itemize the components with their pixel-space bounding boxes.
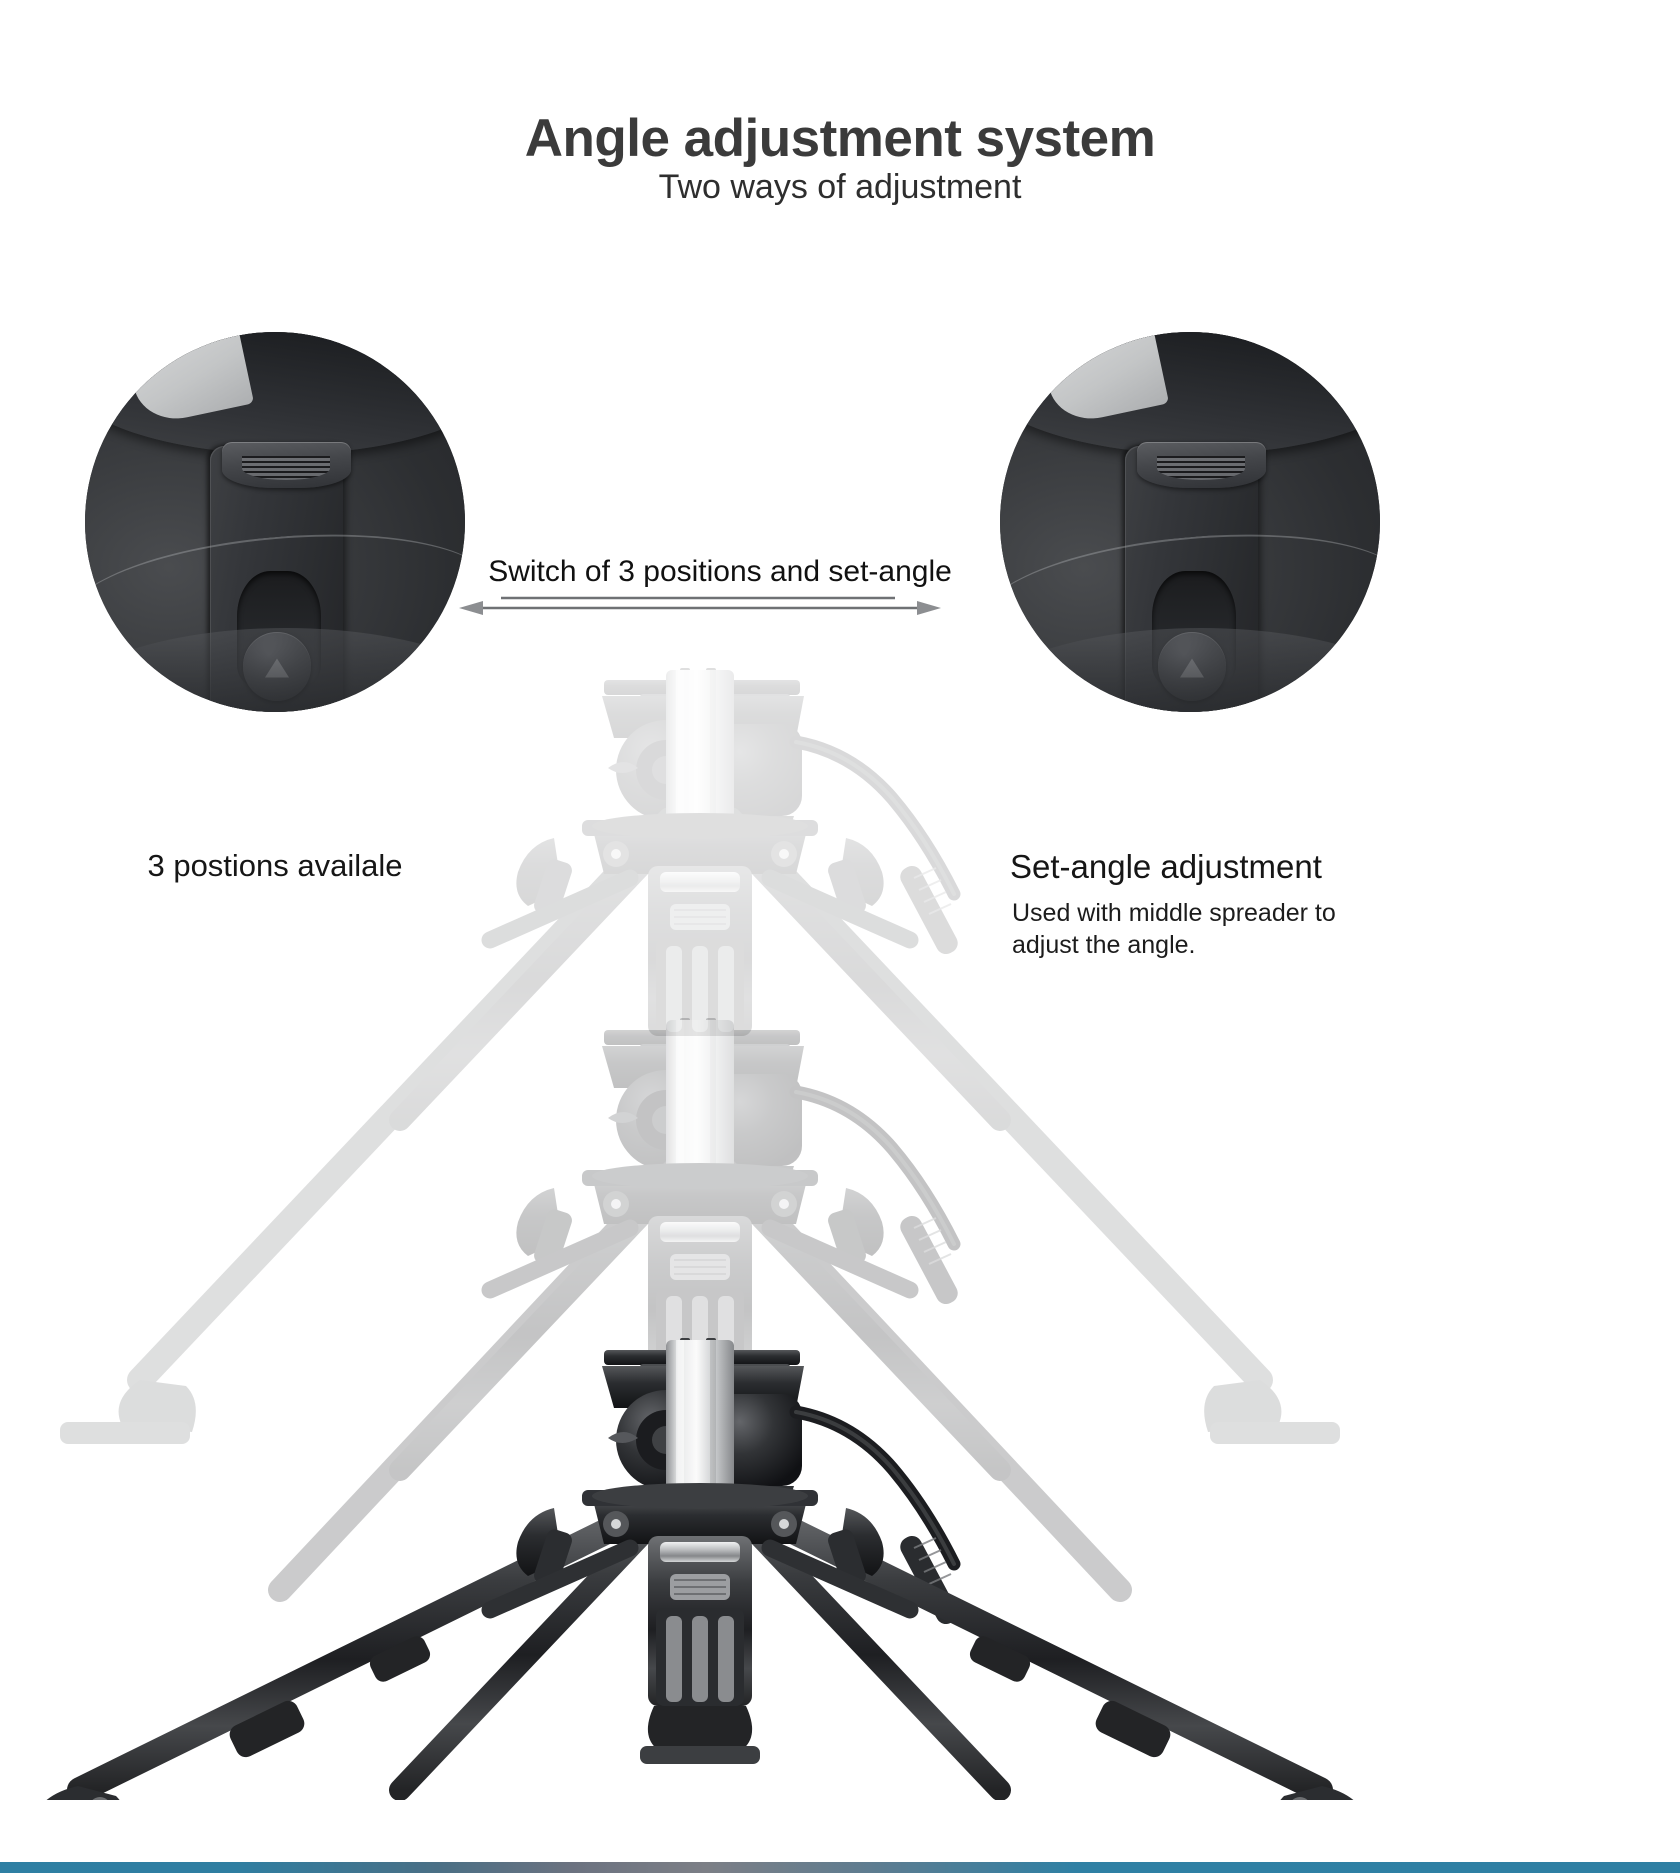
product-primary xyxy=(46,1338,1354,1800)
right-detail-inset xyxy=(1000,332,1380,712)
lock-grip-pad xyxy=(1136,442,1266,488)
annotation-arrow xyxy=(455,592,945,618)
page-subtitle: Two ways of adjustment xyxy=(658,168,1022,206)
ghost-position-1 xyxy=(60,668,1340,1444)
left-feature-caption: 3 postions availale xyxy=(147,848,403,883)
right-feature-description-line-2: adjust the angle. xyxy=(1012,930,1196,959)
right-feature-description: Used with middle spreader to adjust the … xyxy=(1012,898,1432,961)
lock-grip-pad xyxy=(221,442,351,488)
right-feature-description-line-1: Used with middle spreader to xyxy=(1012,899,1336,927)
left-detail-inset xyxy=(85,332,465,712)
page-title: Angle adjustment system xyxy=(524,109,1156,168)
ghost-position-2 xyxy=(268,1018,1132,1602)
product-illustration xyxy=(0,320,1680,1800)
right-feature-caption: Set-angle adjustment xyxy=(1010,848,1322,885)
bottom-accent-bar xyxy=(0,1862,1680,1873)
annotation-label: Switch of 3 positions and set-angle xyxy=(488,555,952,588)
